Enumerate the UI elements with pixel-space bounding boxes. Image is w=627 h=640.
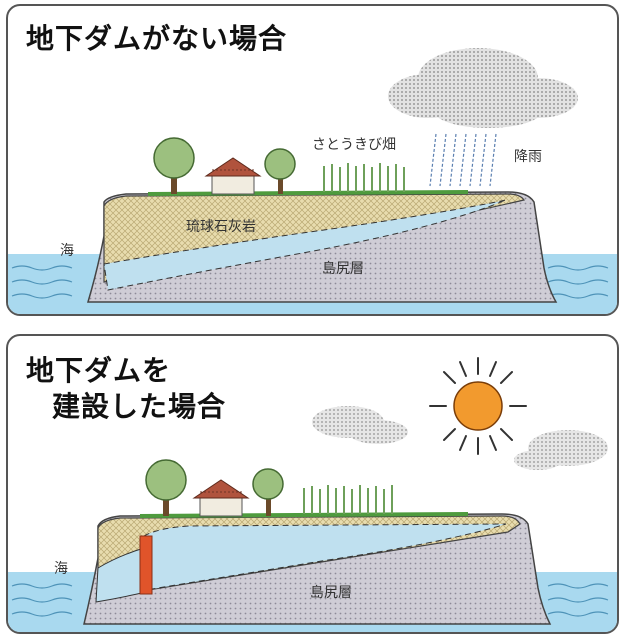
label-mudstone: 島尻層 <box>310 585 352 601</box>
cloud-icon <box>388 48 578 128</box>
label-rain: 降雨 <box>514 149 542 165</box>
tree-icon <box>145 459 187 516</box>
tree-icon <box>153 137 195 194</box>
tree-icon <box>264 148 296 194</box>
grass-strip <box>139 512 469 518</box>
house-icon <box>204 157 262 195</box>
label-sugarcane-field: さとうきび畑 <box>312 137 396 153</box>
label-sea: 海 <box>60 243 74 259</box>
island-cross-section-with-dam <box>8 357 617 632</box>
grass-strip <box>147 190 469 196</box>
panel-without-dam: 地下ダムがない場合 さとうきび畑 降雨 琉球石灰岩 島尻層 海 <box>6 4 619 316</box>
cloud-icon <box>312 406 408 444</box>
tree-icon <box>252 468 284 516</box>
groundwater-lens <box>103 199 507 291</box>
sun-icon <box>429 357 527 455</box>
rain-icon <box>429 133 497 187</box>
label-limestone: 琉球石灰岩 <box>186 219 256 235</box>
cloud-icon <box>514 430 608 470</box>
label-sea: 海 <box>54 561 68 577</box>
groundwater-reservoir <box>143 523 507 591</box>
underground-dam-wall <box>139 535 153 595</box>
panel-title-with-dam-line2: 建設した場合 <box>52 390 227 423</box>
label-mudstone: 島尻層 <box>322 261 364 277</box>
island-cross-section-without-dam <box>8 48 617 314</box>
sugarcane-field-icon <box>323 163 405 192</box>
panel-title-with-dam-line1: 地下ダムを <box>26 354 172 387</box>
house-icon <box>192 479 250 517</box>
panel-with-dam: 地下ダムを 建設した場合 島尻層 海 <box>6 334 619 634</box>
panel-title-without-dam: 地下ダムがない場合 <box>26 22 288 55</box>
sugarcane-field-icon <box>303 485 393 514</box>
